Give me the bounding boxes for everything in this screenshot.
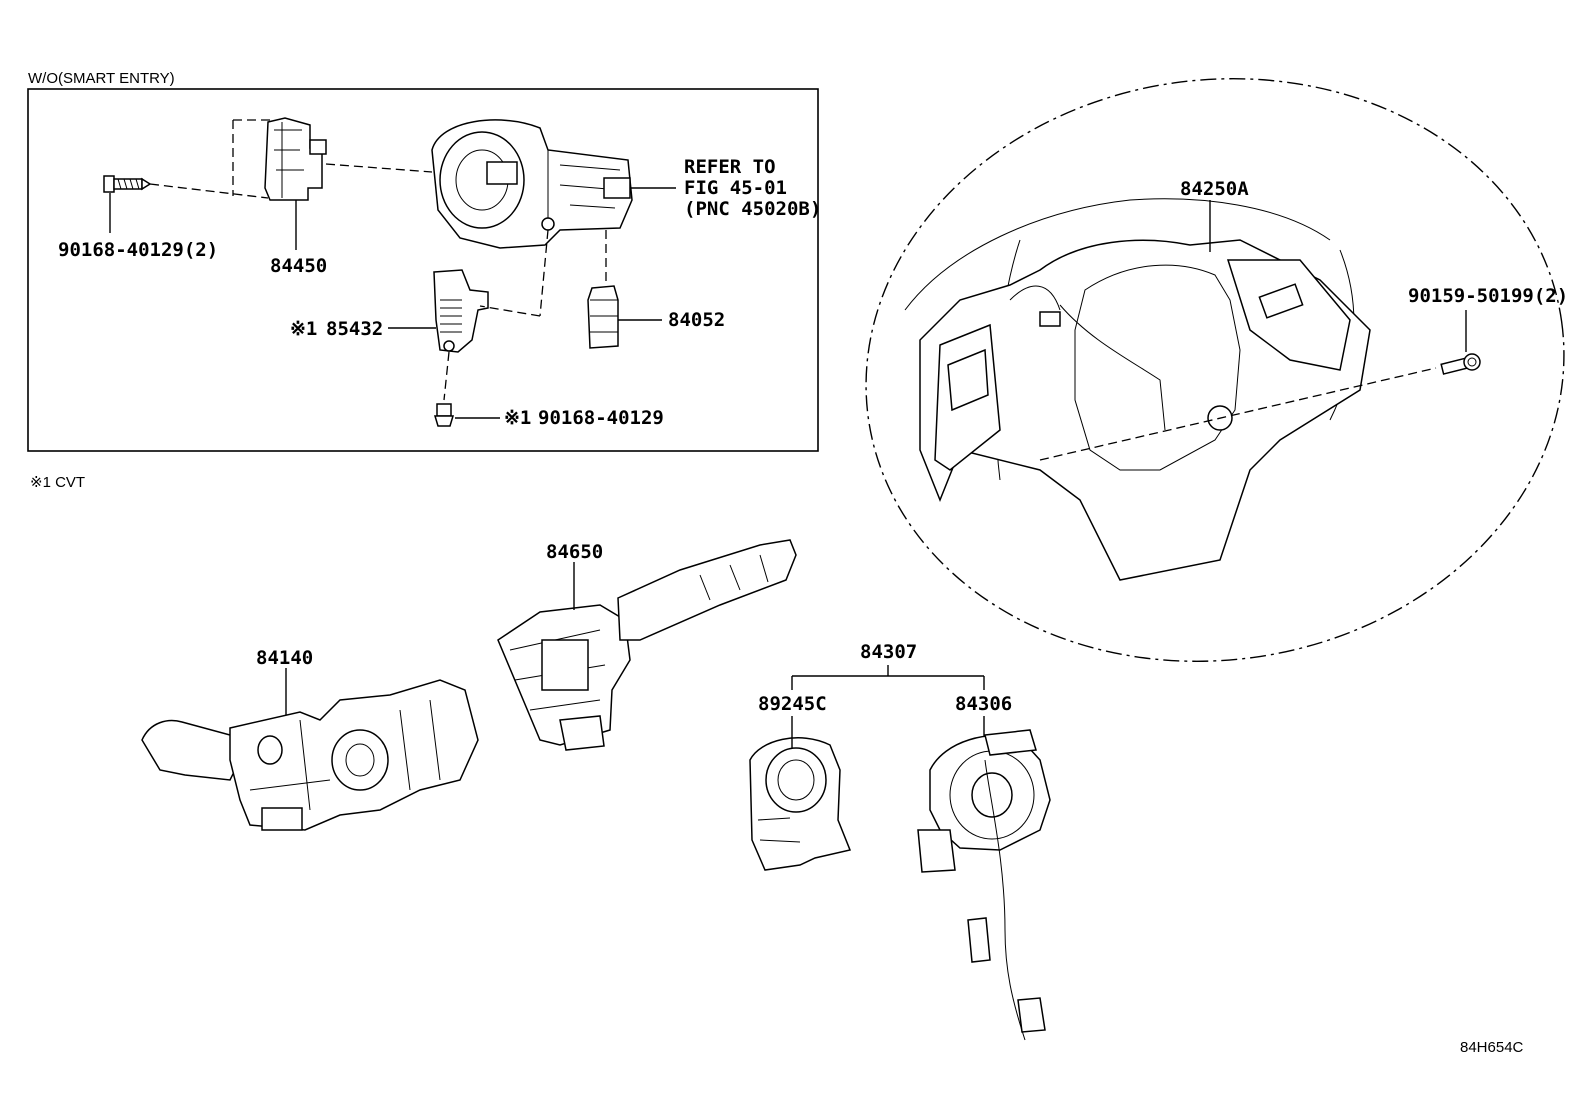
mark-screw: ※1 xyxy=(504,407,531,429)
refer-line2: FIG 45-01 xyxy=(684,177,787,199)
part-84650-wiper-switch-icon xyxy=(497,539,797,751)
dash-84450-to-lock xyxy=(325,163,433,173)
label-84306: 84306 xyxy=(955,693,1012,715)
mark-85432: ※1 xyxy=(290,318,317,340)
bracket-84307 xyxy=(791,665,985,690)
label-90168-40129-2: 90168-40129(2) xyxy=(58,239,218,261)
dash-lock-to-85432 xyxy=(539,229,549,317)
refer-line3: (PNC 45020B) xyxy=(684,198,821,220)
part-89245C-sensor-icon xyxy=(749,737,852,871)
label-84450: 84450 xyxy=(270,255,327,277)
part-84052-icon xyxy=(587,285,619,349)
part-84450-icon xyxy=(232,117,327,201)
refer-line1: REFER TO xyxy=(684,156,776,178)
dash-bolt-to-84450 xyxy=(149,183,269,199)
bolt-90168-40129-icon xyxy=(103,175,152,193)
screw-90168-40129-icon xyxy=(433,403,455,427)
part-84140-headlamp-switch-icon xyxy=(141,679,479,831)
label-90159-50199-2: 90159-50199(2) xyxy=(1408,285,1568,307)
diagram-code: 84H654C xyxy=(1460,1039,1524,1056)
label-84307: 84307 xyxy=(860,641,917,663)
label-84052: 84052 xyxy=(668,309,725,331)
label-85432: 85432 xyxy=(326,318,383,340)
ignition-lock-housing-icon xyxy=(431,119,633,249)
dash-bolt-to-wheel xyxy=(1039,367,1437,461)
inset-frame xyxy=(27,88,819,452)
part-85432-icon xyxy=(433,269,489,353)
dash-85432-h xyxy=(479,305,541,317)
inset-title: W/O(SMART ENTRY) xyxy=(28,70,175,87)
part-84306-spiral-cable-icon xyxy=(917,729,1051,1041)
dash-85432-to-screw xyxy=(443,351,450,401)
footnote-cvt: ※1 CVT xyxy=(30,474,85,491)
steering-wheel-icon xyxy=(904,198,1371,581)
label-89245C: 89245C xyxy=(758,693,827,715)
label-84140: 84140 xyxy=(256,647,313,669)
steering-wheel-rim-outline xyxy=(865,78,1565,662)
bolt-90159-50199-icon xyxy=(1440,353,1481,375)
label-84650: 84650 xyxy=(546,541,603,563)
label-84250A: 84250A xyxy=(1180,178,1249,200)
label-90168-40129: 90168-40129 xyxy=(538,407,664,429)
